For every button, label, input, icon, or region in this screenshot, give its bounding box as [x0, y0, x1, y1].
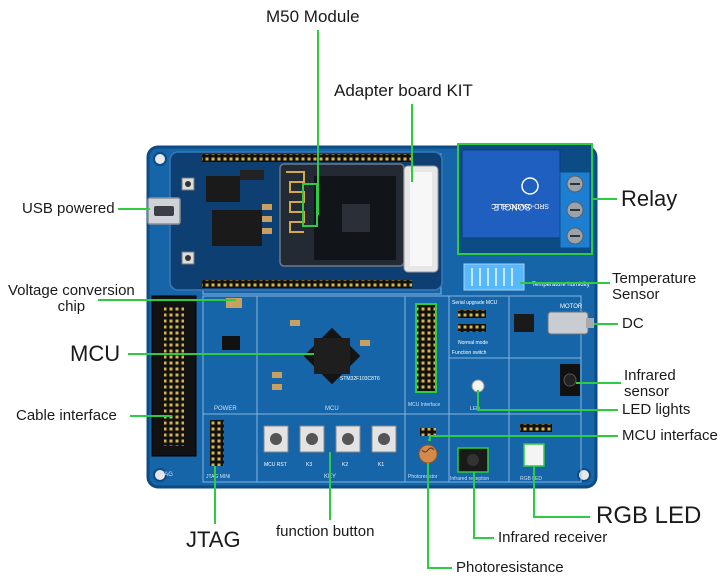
label-jtag: JTAG — [186, 527, 241, 552]
label-photoresistance: Photoresistance — [456, 559, 564, 576]
temp-humidity-text: Temperature humidity — [532, 282, 590, 288]
label-usb-powered: USB powered — [22, 200, 115, 217]
function-keys: MCU RST K3 K2 K1 KEY — [263, 425, 397, 480]
label-relay: Relay — [621, 186, 678, 211]
label-voltage-conversion-chip: Voltage conversion chip — [8, 282, 135, 315]
serial-upgrade-text: Serial upgrade MCU — [452, 300, 498, 306]
mcu-interface-board-text: MCU Interface — [408, 402, 440, 408]
usb-port-icon — [147, 197, 181, 225]
label-cable-interface: Cable interface — [16, 407, 117, 424]
label-led-lights: LED lights — [622, 401, 691, 418]
mcu-interface-header: MCU Interface — [408, 303, 440, 408]
antenna-icon — [286, 171, 305, 233]
dc-motor: MOTOR — [514, 304, 594, 335]
mcu-region: STM32F103C8T6 MCU POWER — [214, 298, 380, 412]
label-function-button: function button — [276, 523, 375, 540]
key-label-3: K1 — [378, 462, 384, 468]
m50-module — [279, 163, 405, 267]
jtag-mini-board-text: JTAG MINI — [206, 474, 230, 480]
relay-model-text: SRD-03VDC-SL-C — [491, 202, 549, 209]
leader-lines — [98, 30, 621, 569]
label-adapter-board-kit: Adapter board KIT — [334, 81, 473, 100]
normal-mode-text: Normal mode — [458, 340, 488, 346]
led-board-text: LED — [470, 406, 480, 412]
adapter-board — [147, 151, 443, 291]
label-mcu: MCU — [70, 341, 121, 366]
label-infrared-receiver: Infrared receiver — [498, 529, 608, 546]
jtag-mini-header: JTAG MINI — [206, 420, 230, 480]
rgb-led: RGB LED — [520, 443, 545, 482]
infrared-reception-board-text: Infrared reception — [450, 476, 489, 482]
label-mcu-interface: MCU interface — [622, 427, 718, 444]
photoresistor-board-text: Photoresistor — [408, 474, 438, 480]
mcu-section-text: MCU — [325, 406, 339, 412]
function-switch: Serial upgrade MCU Normal mode Function … — [452, 300, 498, 356]
jtag-board-text: JTAG — [158, 472, 173, 478]
label-temperature-sensor: Temperature Sensor — [612, 270, 697, 303]
key-label-0: MCU RST — [264, 462, 287, 468]
cable-interface-header: JTAG — [151, 295, 197, 478]
songle-text: SONGLE — [493, 202, 531, 212]
mcu-chip-text: STM32F103C8T6 — [340, 376, 380, 382]
key-label-2: K2 — [342, 462, 348, 468]
power-section-text: POWER — [214, 406, 237, 412]
label-m50-module: M50 Module — [266, 7, 360, 26]
rgb-led-board-text: RGB LED — [520, 476, 542, 482]
function-switch-text: Function switch — [452, 350, 487, 356]
relay-module: SRD-03VDC-SL-C SONGLE — [457, 143, 593, 255]
infrared-sensor — [560, 364, 580, 396]
label-dc: DC — [622, 315, 644, 332]
label-rgb-led: RGB LED — [596, 502, 702, 529]
temperature-sensor: Temperature humidity — [463, 263, 590, 291]
motor-text: MOTOR — [560, 304, 583, 310]
infrared-receiver: Infrared reception — [450, 447, 489, 482]
label-infrared-sensor: Infrared sensor — [624, 367, 676, 400]
key-label-1: K3 — [306, 462, 312, 468]
